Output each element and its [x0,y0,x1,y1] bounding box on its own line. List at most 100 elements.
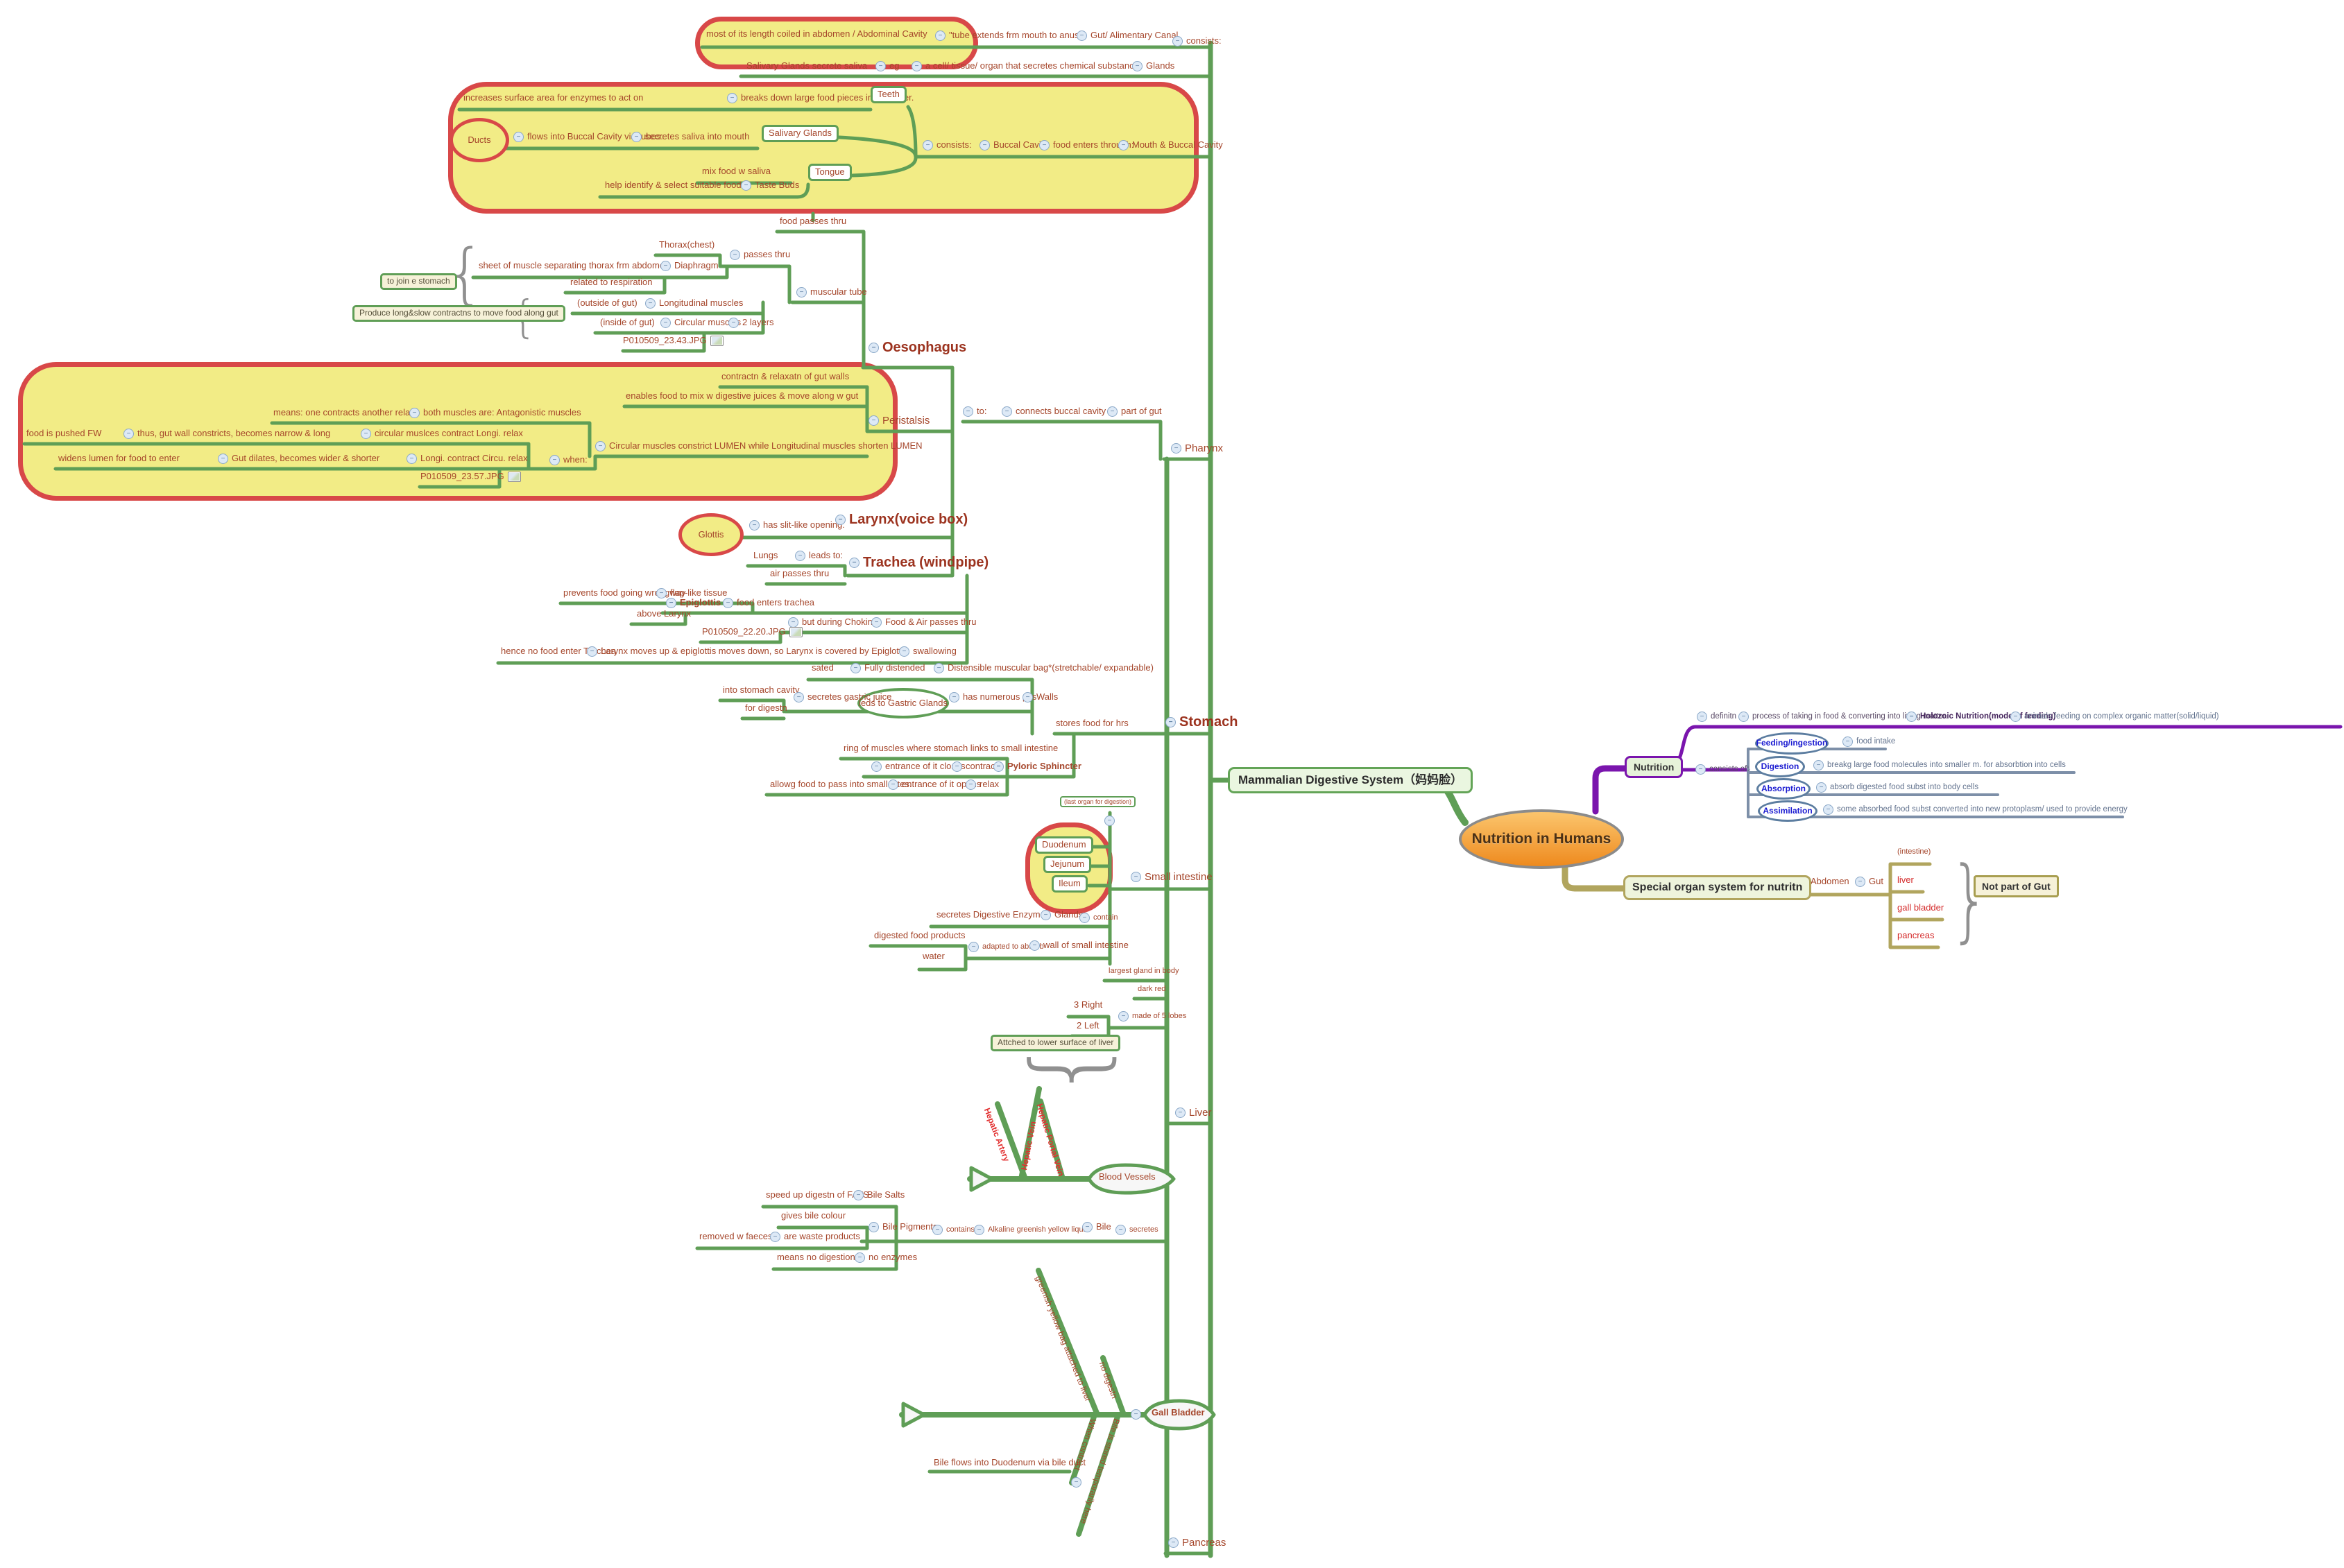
collapse-icon[interactable]: − [1171,443,1181,454]
collapse-icon[interactable]: − [952,761,962,772]
collapse-icon[interactable]: − [899,646,909,657]
collapse-icon[interactable]: − [1041,910,1051,920]
collapse-icon[interactable]: − [660,318,671,328]
glottis-highlight: Glottis [678,513,744,556]
collapse-icon[interactable]: − [968,942,979,952]
collapse-icon[interactable]: − [1906,712,1917,722]
gallbladder-text: gall bladder [1897,902,1944,913]
stores-text: stores food for hrs [1056,718,1129,728]
above-text: above Larynx [637,608,692,619]
collapse-icon[interactable]: − [796,287,807,298]
collapse-icon[interactable]: − [407,454,417,464]
collapse-icon[interactable]: − [1697,712,1707,722]
collapse-icon[interactable]: − [935,31,946,41]
collapse-icon[interactable]: − [849,558,859,568]
fordigestn-text: for digestn [745,703,787,713]
collapse-icon[interactable]: − [1131,872,1141,883]
collapse-icon[interactable]: − [1082,1222,1093,1232]
collapse-icon[interactable]: − [749,520,760,531]
collapse-icon[interactable]: − [888,779,898,790]
collapse-icon[interactable]: − [794,692,804,703]
collapse-icon[interactable]: − [923,140,933,150]
collapse-icon[interactable]: − [1118,1011,1129,1022]
mouth-text: Mouth & Buccal Cavity [1132,139,1223,150]
collapse-icon[interactable]: − [587,646,597,657]
collapse-icon[interactable]: − [1168,1537,1179,1549]
collapse-icon[interactable]: − [666,598,676,608]
collapse-icon[interactable]: − [869,415,879,427]
collapse-icon[interactable]: − [1115,1225,1126,1235]
collapse-icon[interactable]: − [727,93,737,103]
collapse-icon[interactable]: − [1104,816,1115,826]
enters-trachea-text: food enters trachea [737,597,815,608]
opens-label: −entrance of it opens [888,779,981,790]
collapse-icon[interactable]: − [549,455,560,465]
collapse-icon[interactable]: − [1071,1477,1081,1488]
title-label: Special organ system for nutritn [1623,875,1812,901]
collapse-icon[interactable]: − [1132,61,1143,71]
collapse-icon[interactable]: − [1165,717,1176,727]
collapse-icon[interactable]: − [869,343,879,353]
collapse-icon[interactable]: − [723,598,733,608]
collapse-icon[interactable]: − [1172,36,1183,46]
collapse-icon[interactable]: − [1823,804,1833,815]
collapse-icon[interactable]: − [123,429,134,439]
collapse-icon[interactable]: − [853,1190,864,1200]
collapse-icon[interactable]: − [795,551,805,561]
collapse-icon[interactable]: − [835,515,846,525]
collapse-icon[interactable]: − [1002,406,1012,417]
collapse-icon[interactable]: − [1175,1108,1186,1119]
collapse-icon[interactable]: − [993,761,1004,772]
title-label: −Small intestine [1131,871,1213,883]
collapse-icon[interactable]: − [770,1232,780,1242]
collapse-icon[interactable]: − [979,140,990,150]
collapse-icon[interactable]: − [871,761,882,772]
collapse-icon[interactable]: − [631,132,642,142]
collapse-icon[interactable]: − [1131,1409,1141,1420]
collapse-icon[interactable]: − [949,692,959,703]
collapse-icon[interactable]: − [1029,940,1040,951]
collapse-icon[interactable]: − [645,298,656,309]
collapse-icon[interactable]: − [656,588,667,598]
collapse-icon[interactable]: − [1738,712,1749,722]
collapse-icon[interactable]: − [361,429,371,439]
collapse-icon[interactable]: − [1079,913,1090,923]
collapse-icon[interactable]: − [1023,692,1033,703]
collapse-icon[interactable]: − [963,406,973,417]
collapse-icon[interactable]: − [1695,764,1706,775]
collapse-icon[interactable]: − [1813,760,1824,770]
collapse-icon[interactable]: − [409,408,420,418]
wall-label: −wall of small intestine [1029,940,1129,951]
collapse-icon[interactable]: − [1077,31,1087,41]
collapse-icon[interactable]: − [1842,736,1853,747]
collapse-icon[interactable]: − [1039,140,1050,150]
collapse-icon[interactable]: − [912,61,922,71]
collapse-icon[interactable]: − [966,779,976,790]
collapse-icon[interactable]: − [855,1252,865,1263]
collapse-icon[interactable]: − [1855,877,1865,887]
collapse-icon[interactable]: − [513,132,524,142]
collapse-icon[interactable]: − [788,617,798,628]
collapse-icon[interactable]: − [875,61,886,71]
collapse-icon[interactable]: − [730,250,740,260]
collapse-icon[interactable]: − [741,180,751,191]
collapse-icon[interactable]: − [728,318,739,328]
collapse-icon[interactable]: − [932,1225,943,1235]
collapse-icon[interactable]: − [595,441,606,451]
collapse-icon[interactable]: − [850,663,861,673]
collapse-icon[interactable]: − [934,663,944,673]
contain-text: contain [1093,913,1118,922]
collapse-icon[interactable]: − [1107,406,1118,417]
collapse-icon[interactable]: − [974,1225,984,1235]
collapse-icon[interactable]: − [1816,782,1827,793]
collapse-icon[interactable]: − [660,261,671,271]
collapse-icon[interactable]: − [869,1222,879,1232]
collapse-icon[interactable]: − [2010,712,2021,722]
collapse-icon[interactable]: − [1118,140,1129,150]
collapse-icon[interactable]: − [871,617,882,628]
layers-text: 2 layers [742,317,774,328]
central-topic[interactable]: Nutrition in Humans [1459,809,1624,869]
consists-label: −consists: [923,139,972,150]
collapse-icon[interactable]: − [218,454,228,464]
liver-text: liver [1897,875,1914,885]
